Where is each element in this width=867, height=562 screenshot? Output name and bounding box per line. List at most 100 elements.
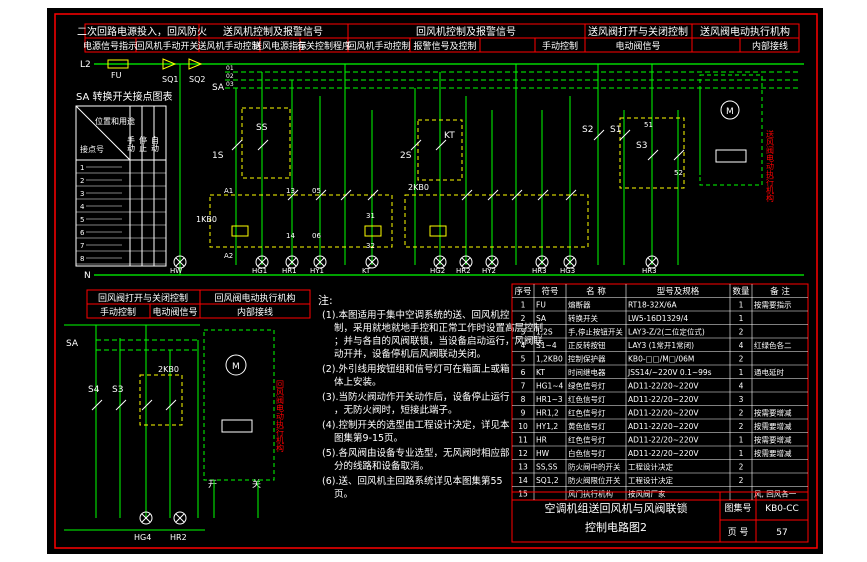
- parts-cell: KB0-□□/M□/06M: [628, 355, 694, 364]
- parts-cell: 1,2KB0: [536, 355, 563, 364]
- parts-cell: 4: [739, 341, 744, 350]
- lower-circuit: 回风阀打开与关闭控制 回风阀电动执行机构 手动控制 电动阀信号 内部接线 SA …: [64, 289, 311, 542]
- parts-cell: 3: [739, 395, 744, 404]
- parts-cell: 转换开关: [568, 313, 598, 323]
- header-cell: 送风机手动控制: [197, 40, 260, 52]
- lamp: [313, 255, 327, 269]
- switch-label: 2S: [400, 151, 412, 161]
- parts-cell: 13: [518, 463, 528, 472]
- parts-cell: 10: [518, 422, 528, 431]
- parts-cell: 红色信号灯: [568, 408, 606, 418]
- header-cell: 电源信号指示: [83, 40, 137, 52]
- parts-cell: 红色信号灯: [568, 435, 606, 445]
- parts-cell: AD11-22/20~220V: [628, 409, 699, 418]
- outer-frame: [54, 13, 818, 549]
- parts-cell: 11: [518, 436, 528, 445]
- parts-header: 序号: [514, 286, 531, 297]
- drawing-title-2: 控制电路图2: [585, 520, 647, 534]
- header-cell: 有关控制程序: [297, 40, 351, 52]
- parts-cell: SQ1,2: [536, 476, 559, 485]
- title-block: 空调机组送回风机与风阀联锁 控制电路图2 图集号 KB0-CC 页 号 57: [511, 491, 809, 543]
- parts-cell: 工程设计决定: [628, 462, 673, 472]
- header-cell: 送风机控制及报警信号: [223, 25, 323, 38]
- parts-cell: RT18-32X/6A: [628, 301, 677, 310]
- parts-cell: S1~4: [536, 341, 557, 350]
- limit-switch-icon: [221, 419, 253, 433]
- parts-cell: 1: [739, 314, 744, 323]
- bus-tag: 03: [226, 81, 234, 88]
- parts-cell: 控制保护器: [568, 354, 606, 364]
- parts-cell: KT: [536, 368, 545, 377]
- lower-switch: S3: [112, 385, 123, 395]
- sa-col: 手动: [127, 135, 136, 153]
- parts-cell: 白色信号灯: [568, 448, 606, 458]
- parts-cell: 红绿色各二: [754, 340, 792, 350]
- supply-actuator-box: [699, 74, 763, 186]
- svg-text:M: M: [726, 107, 734, 117]
- sa-row-label: 2: [80, 177, 84, 185]
- parts-cell: 2: [739, 409, 744, 418]
- sa-head-pos: 位置和用途: [95, 116, 135, 126]
- lamp-label: HR2: [456, 267, 471, 275]
- lower-switch: S4: [88, 385, 100, 395]
- note-item: (5).各风阀由设备专业选型，无风阀时相应部分的线路和设备取消。: [322, 447, 509, 472]
- point-label: 05: [312, 187, 321, 195]
- drawing-canvas: [47, 8, 823, 554]
- parts-cell: 5: [521, 355, 526, 364]
- kb0-box-2: [404, 194, 589, 248]
- parts-cell: 按需要增减: [754, 421, 792, 431]
- point-label: A2: [224, 252, 233, 260]
- header-cell: 手动控制: [542, 40, 578, 52]
- sa-row-label: 4: [80, 203, 85, 211]
- header-cell: 二次回路电源投入，回风防火: [77, 25, 207, 38]
- parts-cell: 风门执行机构: [568, 489, 613, 499]
- parts-cell: SA: [536, 314, 547, 323]
- lamp: [285, 255, 299, 269]
- parts-cell: 按需要增减: [754, 408, 792, 418]
- parts-cell: 1,2S: [536, 328, 553, 337]
- atlas-label: 图集号: [724, 502, 751, 514]
- parts-cell: HR1,2: [536, 409, 559, 418]
- sa-bus-label: SA: [212, 83, 225, 93]
- parts-cell: 1: [521, 301, 526, 310]
- lamp: [173, 255, 187, 269]
- parts-cell: 9: [521, 409, 526, 418]
- parts-cell: 按风阀厂家: [628, 489, 666, 499]
- parts-cell: 2: [739, 328, 744, 337]
- parts-cell: 2: [739, 355, 744, 364]
- parts-cell: 2: [521, 314, 526, 323]
- parts-cell: 工程设计决定: [628, 475, 673, 485]
- header-cell: 送风阀电动执行机构: [700, 25, 790, 38]
- return-actuator-box: [203, 329, 275, 481]
- sa-col: 自动: [151, 135, 160, 153]
- lamp-label: HW: [170, 267, 182, 275]
- parts-header: 型号及规格: [657, 286, 700, 297]
- note-item: (1).本图适用于集中空调系统的送、回风机控制，采用就地就地手控和正常工作时设置…: [322, 309, 544, 360]
- sa-row-label: 1: [80, 164, 84, 172]
- lamp-label: HY1: [310, 267, 324, 275]
- parts-cell: 红色信号灯: [568, 394, 606, 404]
- coil-kb0-1: [231, 225, 249, 237]
- parts-cell: 12: [518, 449, 528, 458]
- parts-cell: 绿色信号灯: [568, 381, 606, 391]
- parts-cell: JSS14/~220V 0.1~99s: [627, 368, 712, 377]
- lower-header2: 内部接线: [237, 306, 273, 318]
- parts-cell: 手,停止按钮开关: [568, 327, 623, 337]
- svg-text:M: M: [232, 362, 240, 372]
- parts-cell: 7: [521, 382, 526, 391]
- header-cell: 回风机手动控制: [347, 40, 410, 52]
- parts-cell: AD11-22/20~220V: [628, 436, 699, 445]
- note-item: (3).当防火阀动作开关动作后，设备停止运行，无防火阀时，短接此端子。: [322, 391, 510, 416]
- sa-row-label: 6: [80, 229, 85, 237]
- switch-label: S2: [582, 125, 593, 135]
- parts-cell: AD11-22/20~220V: [628, 449, 699, 458]
- lower-header: 回风阀电动执行机构: [214, 292, 295, 304]
- parts-cell: HR1~3: [536, 395, 563, 404]
- lamp: [645, 255, 659, 269]
